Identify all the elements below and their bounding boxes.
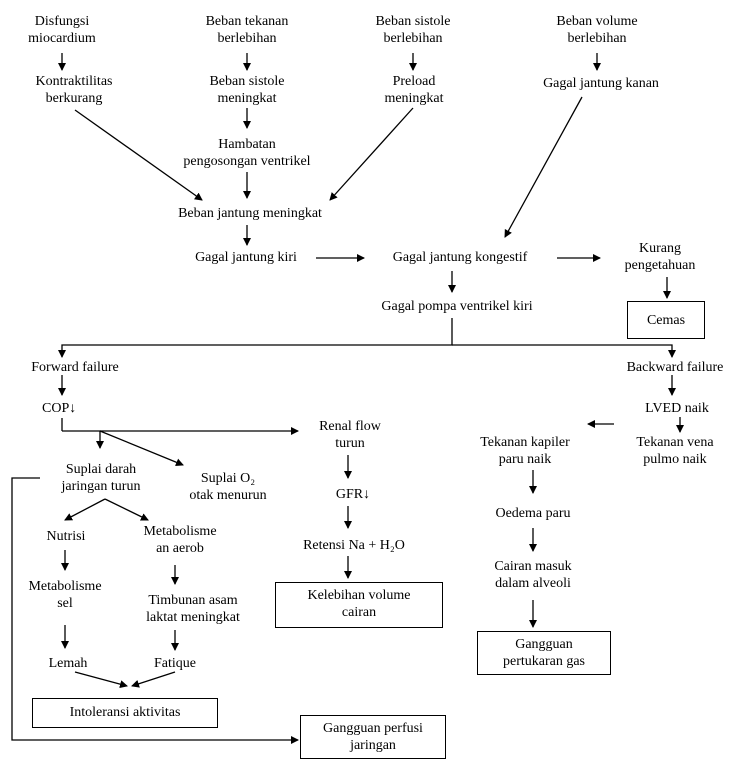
node-lved: LVED naik (645, 401, 709, 416)
arrow (99, 430, 184, 467)
node-gagal-kiri: Gagal jantung kiri (195, 250, 297, 265)
node-cop: COP↓ (42, 401, 77, 416)
node-forward: Forward failure (31, 360, 119, 375)
node-beban-jantung: Beban jantung meningkat (178, 206, 322, 221)
node-tekanan-vena: Tekanan vena pulmo naik (636, 435, 714, 467)
arrow (504, 96, 583, 238)
node-suplai-o2: Suplai O₂ otak menurun (189, 471, 267, 503)
node-gagal-pompa: Gagal pompa ventrikel kiri (381, 299, 533, 314)
node-gangguan-perfusi: Gangguan perfusi jaringan (300, 715, 446, 759)
arrow (58, 318, 453, 358)
arrow (74, 109, 203, 201)
node-nutrisi: Nutrisi (46, 529, 86, 544)
node-fatique: Fatique (154, 656, 196, 671)
node-beban-volume: Beban volume berlebihan (556, 14, 638, 46)
node-metab-sel: Metabolisme sel (28, 579, 102, 611)
node-retensi: Retensi Na + H₂O (303, 538, 405, 553)
node-gagal-kanan: Gagal jantung kanan (543, 76, 659, 91)
node-oedema: Oedema paru (495, 506, 571, 521)
node-cemas: Cemas (627, 301, 705, 339)
node-suplai-darah: Suplai darah jaringan turun (61, 462, 141, 494)
node-timbunan: Timbunan asam laktat meningkat (146, 593, 240, 625)
node-preload: Preload meningkat (384, 74, 444, 106)
node-lemah: Lemah (48, 656, 88, 671)
node-kontraktilitas: Kontraktilitas berkurang (35, 74, 113, 106)
arrow (329, 107, 414, 201)
node-beban-sistole: Beban sistole berlebihan (375, 14, 451, 46)
node-kelebihan: Kelebihan volume cairan (275, 582, 443, 628)
node-beban-sistole-meningkat: Beban sistole meningkat (209, 74, 285, 106)
node-disfungsi: Disfungsi miocardium (28, 14, 96, 46)
arrow (74, 671, 128, 689)
node-tekanan-kapiler: Tekanan kapiler paru naik (480, 435, 570, 467)
node-hambatan: Hambatan pengosongan ventrikel (183, 137, 311, 169)
arrow (452, 344, 676, 358)
node-metab-anaerob: Metabolisme an aerob (143, 524, 217, 556)
node-gfr: GFR↓ (335, 487, 371, 502)
node-kurang-pengetahuan: Kurang pengetahuan (624, 241, 696, 273)
node-cairan-masuk: Cairan masuk dalam alveoli (494, 559, 572, 591)
node-intoleransi: Intoleransi aktivitas (32, 698, 218, 728)
arrow (11, 477, 299, 744)
node-gagal-kongestif: Gagal jantung kongestif (392, 250, 528, 265)
arrow (131, 671, 176, 688)
arrow (62, 430, 104, 449)
node-backward: Backward failure (626, 360, 724, 375)
node-beban-tekanan: Beban tekanan berlebihan (205, 14, 289, 46)
arrow (64, 498, 106, 521)
node-renal: Renal flow turun (319, 419, 381, 451)
node-gangguan-gas: Gangguan pertukaran gas (477, 631, 611, 675)
arrow (104, 498, 149, 521)
